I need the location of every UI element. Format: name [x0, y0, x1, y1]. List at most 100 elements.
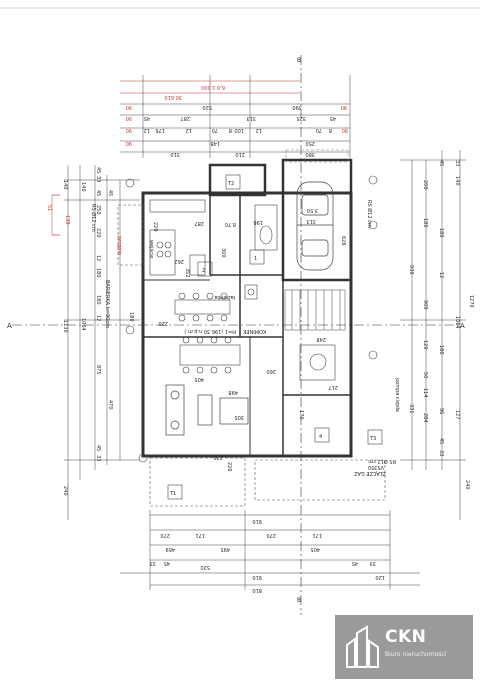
gas-label: ZŁĄCZE GAZ — [353, 470, 386, 476]
svg-text:45: 45 — [95, 167, 101, 173]
garage-door — [285, 149, 349, 163]
svg-text:270: 270 — [266, 532, 276, 538]
red-dim-left-1: 51 — [46, 205, 52, 211]
top-dimension-lines — [120, 75, 351, 158]
svg-text:1270: 1270 — [468, 295, 474, 308]
svg-text:250: 250 — [95, 205, 101, 215]
svg-text:1064: 1064 — [454, 316, 460, 329]
svg-text:171: 171 — [312, 532, 322, 538]
svg-text:33: 33 — [454, 160, 460, 166]
left-dimension-labels: 140 45 33 140 45 45 250 220 12 180 180 1… — [62, 167, 113, 496]
svg-text:180: 180 — [438, 228, 444, 238]
svg-text:140: 140 — [454, 176, 460, 186]
bottom-dimension-labels: 910 270 171 270 171 469 495 405 33 45 45… — [150, 518, 385, 593]
svg-text:12: 12 — [186, 127, 192, 133]
svg-text:910: 910 — [252, 518, 262, 524]
red-dim-left-2: 138 — [64, 215, 70, 225]
bathroom-label: łazienka — [214, 294, 235, 300]
svg-text:8: 8 — [229, 127, 232, 133]
dining-chairs-top — [174, 292, 231, 322]
svg-text:33: 33 — [150, 560, 156, 566]
svg-text:270: 270 — [160, 532, 170, 538]
left-dimension-lines — [51, 165, 140, 520]
pipe-label: VS350 — [368, 464, 384, 470]
svg-text:45: 45 — [438, 160, 444, 166]
axis-mark-bottom: B — [297, 597, 301, 604]
svg-text:220: 220 — [152, 222, 158, 232]
svg-text:200: 200 — [422, 180, 428, 190]
svg-text:45: 45 — [438, 438, 444, 444]
red-markers — [52, 194, 60, 236]
svg-text:390: 390 — [292, 104, 302, 110]
svg-text:45: 45 — [144, 115, 150, 121]
svg-text:30,610: 30,610 — [165, 94, 183, 100]
svg-text:287: 287 — [194, 220, 204, 226]
svg-text:180: 180 — [438, 345, 444, 355]
svg-text:495: 495 — [220, 546, 230, 552]
garden-label: pompa ciepła — [394, 378, 400, 412]
svg-text:176: 176 — [155, 127, 165, 133]
svg-text:210: 210 — [235, 151, 245, 157]
axis-mark-left: A — [7, 322, 12, 330]
svg-text:127: 127 — [454, 410, 460, 420]
svg-text:405: 405 — [310, 546, 320, 552]
svg-text:270: 270 — [213, 454, 223, 460]
area-2-label: 8.70 — [225, 221, 236, 227]
svg-text:300: 300 — [220, 248, 226, 258]
top-dimension-labels: 6,0 1.000 30,610 90 520 390 90 325 90 45… — [126, 84, 348, 157]
svg-text:287: 287 — [180, 115, 190, 121]
svg-text:310: 310 — [170, 151, 180, 157]
svg-text:T2: T2 — [227, 181, 234, 187]
svg-text:2: 2 — [202, 268, 205, 274]
svg-text:120: 120 — [375, 574, 385, 580]
svg-text:90: 90 — [126, 140, 132, 146]
svg-text:226: 226 — [226, 462, 232, 472]
area-1-label: 3.50 — [307, 207, 318, 213]
svg-text:1: 1 — [254, 256, 257, 262]
pergola-label: pergola — [116, 236, 122, 255]
svg-text:90: 90 — [126, 127, 132, 133]
svg-text:910: 910 — [252, 574, 262, 580]
svg-text:90: 90 — [342, 127, 348, 133]
rs1-label: RS Ø12 cm — [90, 204, 97, 232]
svg-text:498: 498 — [228, 389, 238, 395]
svg-text:33: 33 — [438, 450, 444, 456]
stairs — [284, 289, 346, 331]
svg-text:6,0 1.000: 6,0 1.000 — [201, 84, 225, 90]
svg-text:248: 248 — [316, 336, 326, 342]
svg-text:45: 45 — [352, 560, 358, 566]
svg-text:180: 180 — [95, 295, 101, 305]
room-numbers: T2 T1 T3 4 1 2 — [169, 181, 376, 497]
svg-text:140: 140 — [62, 180, 68, 190]
right-dimension-labels: 33 45 140 200 180 180 939 909 12 1270 10… — [408, 160, 474, 490]
svg-text:305: 305 — [234, 414, 244, 420]
svg-text:171: 171 — [195, 532, 205, 538]
svg-text:33: 33 — [95, 455, 101, 461]
logo-tagline: Biuro nieruchomości — [385, 651, 447, 658]
plan-labels: H=1 (196.30 n.p.m.) KOMINEK pergola BARI… — [90, 200, 400, 476]
svg-text:240: 240 — [62, 486, 68, 496]
svg-text:217: 217 — [328, 384, 338, 390]
svg-text:100: 100 — [234, 127, 244, 133]
svg-text:12: 12 — [438, 272, 444, 278]
svg-text:90: 90 — [341, 104, 347, 110]
level-note: H=1 (196.30 n.p.m.) — [184, 328, 236, 334]
svg-text:12: 12 — [95, 255, 101, 261]
svg-text:405: 405 — [194, 376, 204, 382]
svg-text:T1: T1 — [169, 491, 176, 497]
hall-label: KOMINEK — [242, 328, 266, 334]
rs2-label: RS Ø12 cm — [366, 200, 373, 228]
svg-text:313: 313 — [246, 115, 256, 121]
svg-text:90: 90 — [126, 115, 132, 121]
svg-text:520: 520 — [202, 104, 212, 110]
bottom-dimension-lines — [120, 510, 420, 590]
svg-text:45: 45 — [107, 190, 113, 196]
svg-text:810: 810 — [252, 587, 262, 593]
entrance-label: wejście — [148, 240, 155, 258]
svg-text:939: 939 — [408, 265, 414, 275]
right-dimension-lines — [400, 150, 466, 520]
svg-text:70: 70 — [316, 127, 322, 133]
svg-text:90: 90 — [126, 104, 132, 110]
svg-text:33: 33 — [95, 176, 101, 182]
